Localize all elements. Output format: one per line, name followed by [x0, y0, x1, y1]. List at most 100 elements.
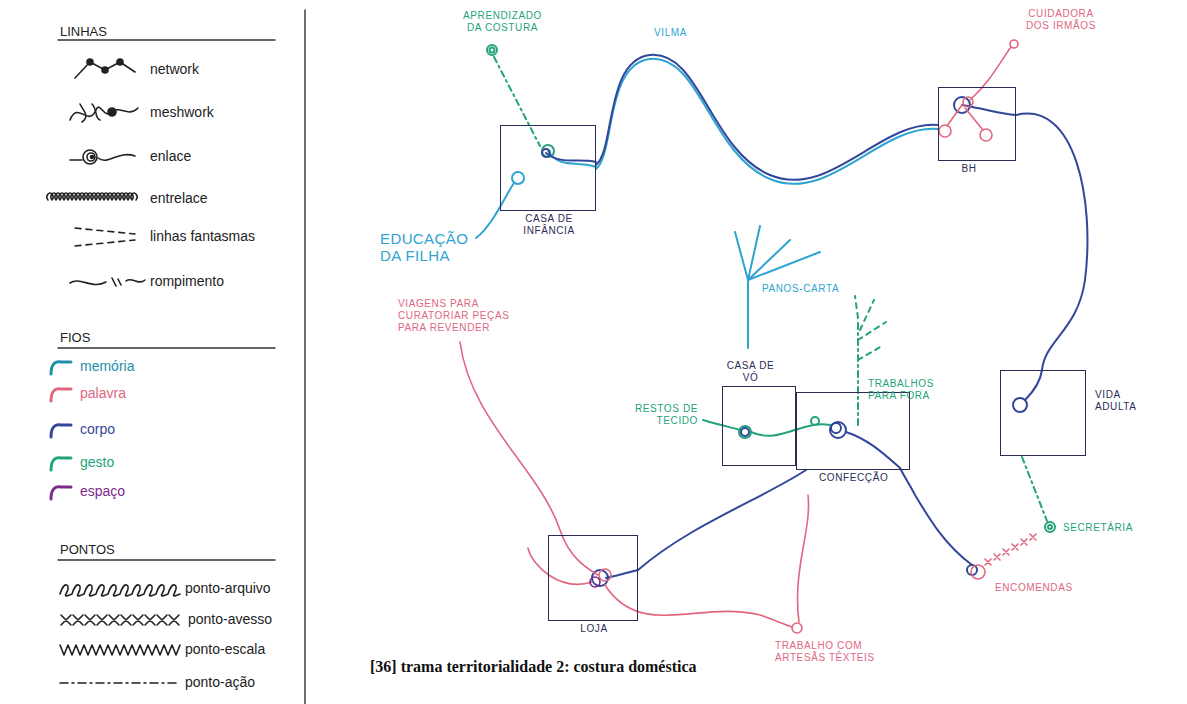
thread-drawing — [939, 125, 951, 137]
thread-drawing — [831, 423, 841, 433]
thread-drawing — [58, 347, 275, 348]
thread-swatch-line — [51, 425, 71, 437]
thread-swatch — [48, 454, 74, 472]
thread-drawing — [75, 62, 135, 78]
thread-drawing — [599, 569, 611, 581]
thread-swatch-line — [51, 389, 71, 401]
place-box: VIDA ADULTA — [1000, 370, 1086, 456]
thread-note: APRENDIZADO DA COSTURA — [455, 10, 550, 34]
gesture-threads — [487, 45, 1055, 532]
body-threads — [542, 97, 1042, 586]
legend-text: corpo — [80, 421, 115, 438]
thread-drawing — [87, 59, 93, 65]
legend-text: linhas fantasmas — [150, 228, 255, 245]
thread-drawing — [857, 322, 859, 425]
thread-drawing — [1022, 457, 1047, 521]
thread-drawing — [108, 108, 116, 116]
thread-strand — [1016, 113, 1087, 370]
place-name: CONFECÇÃO — [819, 472, 909, 484]
thread-drawing — [60, 645, 180, 655]
thread-swatch-line — [51, 458, 71, 470]
legend-text: ponto-ação — [185, 674, 255, 691]
space-threads — [590, 577, 600, 587]
thread-drawing — [490, 48, 495, 53]
thread-drawing — [947, 105, 983, 130]
legend-text: network — [150, 61, 199, 78]
thread-drawing — [87, 153, 95, 161]
place-name: BH — [939, 163, 999, 175]
thread-strand — [596, 55, 938, 180]
legend-text: enlace — [150, 148, 191, 165]
thread-swatch — [48, 421, 74, 439]
thread-note: TRABALHO COM ARTESÃS TÊXTEIS — [775, 640, 905, 664]
thread-drawing — [590, 577, 600, 587]
thread-connector — [596, 55, 938, 184]
thread-drawing — [60, 585, 180, 596]
thread-drawing — [1045, 522, 1055, 532]
thread-drawing — [970, 47, 1011, 100]
thread-swatch — [48, 483, 74, 501]
thread-strand — [638, 470, 806, 570]
place-name: CASA DE INFÂNCIA — [509, 213, 589, 237]
thread-drawing — [304, 10, 305, 704]
thread-note: VIAGENS PARA CURATORIAR PEÇAS PARA REVEN… — [398, 298, 520, 334]
thread-drawing — [102, 67, 108, 73]
legend-text: entrelace — [150, 190, 208, 207]
thread-drawing — [855, 296, 886, 360]
stitch-samples — [60, 585, 180, 683]
place-name: LOJA — [549, 623, 639, 635]
legend-text: gesto — [80, 454, 114, 471]
thread-drawing — [739, 426, 751, 438]
memory-threads — [476, 151, 820, 348]
place-box: BH — [938, 87, 1016, 161]
thread-drawing — [460, 342, 598, 575]
thread-swatch-line — [51, 362, 71, 374]
thread-drawing — [47, 193, 137, 200]
place-box: LOJA — [548, 535, 638, 621]
thread-note: SECRETÁRIA — [1063, 522, 1153, 534]
place-box: CASA DE INFÂNCIA — [500, 125, 596, 211]
thread-drawing — [75, 228, 135, 246]
thread-note: PANOS-CARTA — [762, 283, 857, 295]
thread-drawing — [91, 156, 94, 159]
thread-note: EDUCAÇÃO DA FILHA — [380, 230, 475, 264]
word-threads — [460, 40, 1036, 633]
thread-drawing — [1010, 40, 1018, 48]
thread-drawing — [830, 422, 846, 438]
thread-drawing — [1025, 370, 1042, 400]
thread-drawing — [846, 432, 900, 468]
thread-note: ENCOMENDAS — [995, 582, 1105, 594]
thread-drawing — [80, 104, 100, 122]
place-name: VIDA ADULTA — [1095, 389, 1155, 413]
thread-drawing — [1048, 525, 1052, 529]
legend-heading: LINHAS — [60, 24, 107, 39]
thread-drawing — [792, 623, 802, 633]
line-samples — [47, 59, 145, 286]
legend-heading: PONTOS — [60, 542, 115, 557]
legend-text: palavra — [80, 385, 126, 402]
thread-drawing — [528, 548, 592, 584]
thread-drawing — [741, 428, 749, 436]
thread-strand — [596, 59, 938, 184]
thread-connector — [638, 470, 806, 570]
thread-swatch-line — [51, 487, 71, 499]
legend-text: memória — [80, 358, 134, 375]
thread-drawing — [70, 107, 138, 120]
thread-drawing — [487, 45, 497, 55]
thread-drawing — [985, 534, 1036, 565]
place-name: CASA DE VÓ — [723, 360, 778, 384]
legend-frame — [58, 10, 305, 704]
legend-text: ponto-avesso — [188, 611, 272, 628]
legend-text: rompimento — [150, 273, 224, 290]
legend-text: ponto-arquivo — [185, 580, 271, 597]
thread-drawing — [58, 559, 275, 560]
legend-heading: FIOS — [60, 330, 90, 345]
thread-drawing — [971, 565, 985, 579]
thread-swatch — [48, 358, 74, 376]
thread-drawing — [546, 153, 596, 162]
legend-text: ponto-escala — [185, 641, 265, 658]
place-box: CASA DE VÓ — [722, 386, 796, 466]
thread-note: RESTOS DE TECIDO — [628, 403, 698, 427]
thread-drawing — [60, 682, 180, 684]
